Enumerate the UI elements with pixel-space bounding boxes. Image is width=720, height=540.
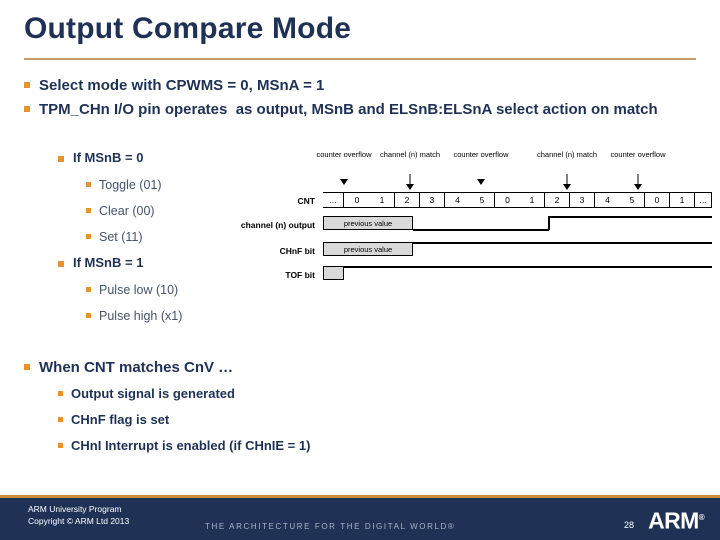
registered-mark-icon: ® [698,513,705,522]
page-number: 28 [623,520,634,530]
bullet-marker-icon [86,313,91,318]
bullet-select-mode: Select mode with CPWMS = 0, MSnA = 1 [24,76,664,96]
cnt-cell: 1 [370,193,395,207]
footer: ARM University Program Copyright © ARM L… [0,495,720,540]
bullet-text: Clear (00) [99,204,155,218]
bullet-marker-icon [24,364,30,370]
row-label-tof-bit: TOF bit [285,270,315,280]
row-label-chnf-bit: CHnF bit [279,246,315,256]
bullet-marker-icon [58,391,63,396]
list-item: Clear (00) [86,203,306,219]
list-item: Output signal is generated [58,386,518,403]
bullet-text: If MSnB = 0 [73,150,144,165]
cnt-cell: 5 [620,193,645,207]
timing-diagram: counter overflow channel (n) match count… [241,150,713,295]
bullet-marker-icon [86,234,91,239]
list-item: Pulse high (x1) [86,308,306,324]
bullet-tpm-chn-pin: TPM_CHn I/O pin operates as output, MSnB… [24,100,664,120]
bullet-marker-icon [58,261,64,267]
cnt-ruler: ... 0 1 2 3 4 5 0 1 2 3 4 5 0 1 ... [323,192,712,208]
bullet-marker-icon [24,106,30,112]
arrow-stem [566,174,568,186]
cnt-cell: 0 [505,195,510,205]
waveform-tof-bit [323,266,712,286]
arrow-down-icon [406,184,414,190]
cnt-cell: 2 [545,193,570,207]
arrow-down-icon [563,184,571,190]
waveform-high-segment [548,216,712,218]
annotation-channel-match-1: channel (n) match [379,150,441,159]
bullet-text: When CNT matches CnV … [39,359,234,376]
bullet-text: CHnF flag is set [71,412,170,427]
waveform-rising-edge [548,216,550,230]
row-label-channel-output: channel (n) output [240,220,315,230]
cnt-cell: 4 [605,195,610,205]
bullet-if-msnb-0: If MSnB = 0 [58,150,278,167]
bullet-text: If MSnB = 1 [73,255,144,270]
list-item: Pulse low (10) [86,282,306,298]
arrow-down-icon [634,184,642,190]
cnt-cell: 2 [395,193,420,207]
cnt-cell: 4 [455,195,460,205]
annotation-counter-overflow-3: counter overflow [610,150,666,159]
annotation-channel-match-2: channel (n) match [536,150,598,159]
arm-logo-text: ARM [648,507,699,534]
waveform-chnf-bit: previous value [323,242,712,262]
arrow-down-icon [477,179,485,185]
list-item: CHnI Interrupt is enabled (if CHnIE = 1) [58,438,518,455]
bullet-marker-icon [58,417,63,422]
waveform-high-segment [413,242,712,244]
annotation-counter-overflow-2: counter overflow [453,150,509,159]
cnt-cell: 0 [645,193,670,207]
cnt-cell: 1 [520,193,545,207]
cnt-cell: 5 [470,193,495,207]
waveform-channel-output: previous value [323,216,712,236]
bullet-marker-icon [86,208,91,213]
cnt-cell: 1 [670,193,695,207]
arm-logo: ARM® [648,506,705,534]
bullet-marker-icon [24,82,30,88]
bullet-marker-icon [86,182,91,187]
footer-copyright: ARM University Program Copyright © ARM L… [28,504,130,526]
arrow-stem [637,174,639,186]
bullet-marker-icon [58,443,63,448]
bullet-text: Pulse low (10) [99,283,179,297]
list-item: CHnF flag is set [58,412,518,429]
previous-value-box: previous value [323,242,413,256]
page-title: Output Compare Mode [24,12,352,45]
list-item: Set (11) [86,229,306,245]
bullet-text: TPM_CHn I/O pin operates as output, MSnB… [39,101,658,118]
arrow-stem [409,174,411,186]
previous-value-box [323,266,344,280]
cnt-cell: ... [323,193,344,207]
waveform-high-segment [344,266,712,268]
footer-divider [0,495,720,498]
cnt-cell: 3 [420,193,445,207]
bullet-marker-icon [58,156,64,162]
bullet-text: Set (11) [99,230,143,244]
bullet-text: Output signal is generated [71,386,235,401]
title-divider [24,58,696,60]
waveform-low-segment [413,229,549,231]
previous-value-box: previous value [323,216,413,230]
footer-tagline: THE ARCHITECTURE FOR THE DIGITAL WORLD® [205,522,456,531]
list-item: Toggle (01) [86,177,306,193]
annotation-counter-overflow-1: counter overflow [316,150,372,159]
cnt-cell: ... [695,193,712,207]
row-label-cnt: CNT [297,196,315,206]
bullet-text: Toggle (01) [99,178,162,192]
cnt-cell: 0 [354,195,360,205]
arrow-down-icon [340,179,348,185]
bullet-text: Pulse high (x1) [99,309,183,323]
bullet-text: CHnI Interrupt is enabled (if CHnIE = 1) [71,438,311,453]
bullet-when-cnt-matches: When CNT matches CnV … [24,358,504,378]
cnt-cell: 3 [570,193,595,207]
bullet-marker-icon [86,287,91,292]
bullet-text: Select mode with CPWMS = 0, MSnA = 1 [39,77,325,94]
bullet-if-msnb-1: If MSnB = 1 [58,255,278,272]
